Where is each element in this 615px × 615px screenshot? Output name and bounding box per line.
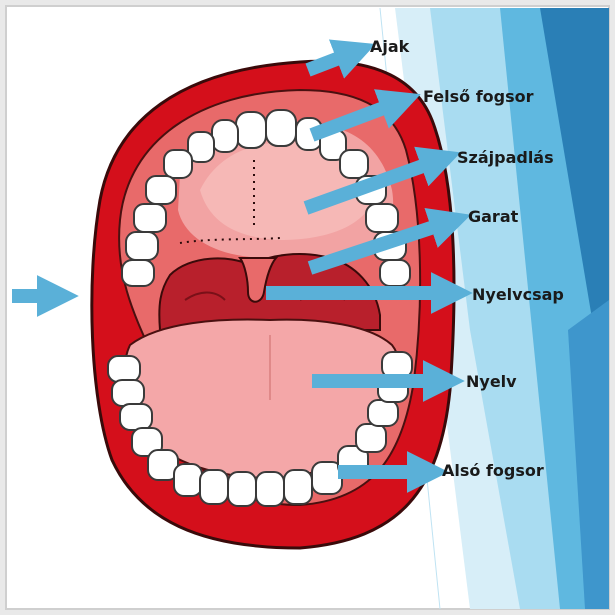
label-felso-fogsor: Felső fogsor bbox=[423, 87, 534, 106]
label-szajpadlas: Szájpadlás bbox=[457, 148, 554, 167]
label-also-fogsor: Alsó fogsor bbox=[442, 461, 544, 480]
label-garat: Garat bbox=[468, 207, 519, 226]
label-nyelv: Nyelv bbox=[466, 372, 517, 391]
label-ajak: Ajak bbox=[370, 37, 410, 56]
label-nyelvcsap: Nyelvcsap bbox=[472, 285, 564, 304]
